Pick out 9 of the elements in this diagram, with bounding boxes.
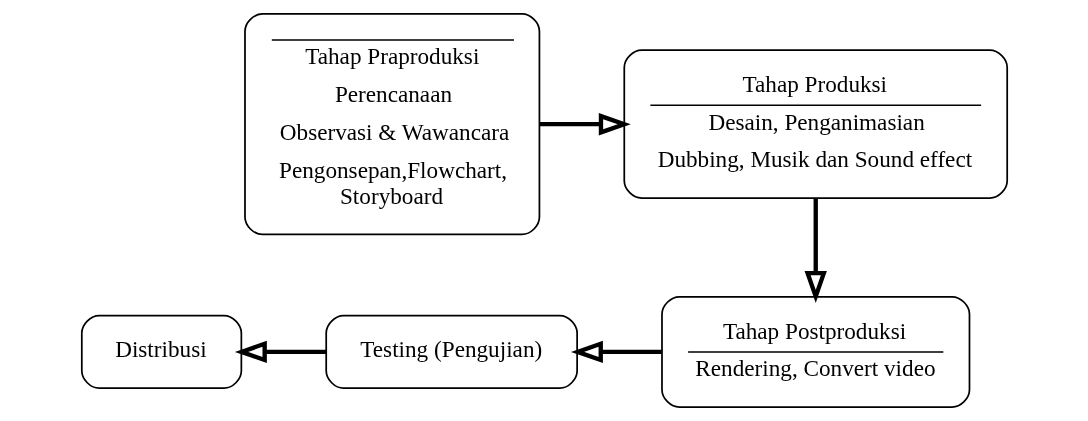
arrow [804,198,827,303]
arrow [570,340,662,364]
node-box: Tahap Postproduksi Rendering, Convert video [660,295,970,408]
node-box: Distribusi [80,314,242,390]
arrow [234,340,326,364]
arrow [538,113,631,136]
node-box: Tahap Praproduksi Perencanaan Observasi & Wawancara Pengonsepan,Flowchart, Storyboard [243,13,540,236]
node-box: Tahap Produksi Desain, Penganimasian Dubbing, Musik dan Sound effect [622,49,1008,200]
node-box: Testing (Pengujian) [324,314,578,390]
